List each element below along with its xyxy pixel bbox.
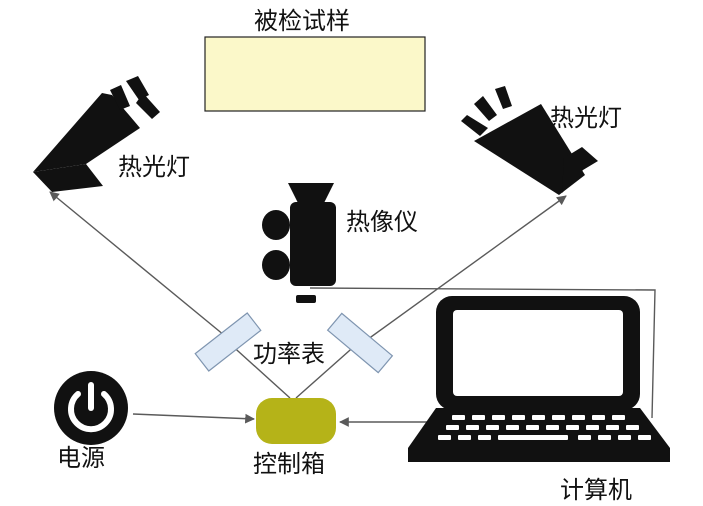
line-meter-right-to-lamp-right bbox=[363, 195, 567, 343]
specimen-label: 被检试样 bbox=[254, 7, 350, 35]
computer-label: 计算机 bbox=[560, 476, 632, 504]
line-power-to-controller bbox=[132, 413, 255, 424]
laptop-icon bbox=[408, 296, 670, 462]
lamp-icon bbox=[33, 76, 160, 192]
power-label: 电源 bbox=[57, 444, 105, 472]
controller-box bbox=[256, 398, 336, 444]
camera-icon bbox=[262, 183, 336, 303]
power-icon bbox=[54, 371, 128, 445]
line-meter-left-to-controller bbox=[227, 341, 291, 399]
power-meter-label: 功率表 bbox=[253, 340, 325, 368]
line-camera-to-computer bbox=[309, 287, 656, 419]
controller-label: 控制箱 bbox=[253, 450, 325, 478]
power-meter-plate-right bbox=[326, 312, 394, 374]
specimen-box bbox=[204, 36, 426, 112]
connections bbox=[49, 191, 656, 427]
line-meter-right-to-controller bbox=[295, 342, 359, 399]
lamp-right-label: 热光灯 bbox=[550, 104, 622, 132]
line-meter-left-to-lamp-left bbox=[49, 191, 231, 341]
lamp-icon bbox=[461, 86, 598, 195]
lamp-left-label: 热光灯 bbox=[118, 153, 190, 181]
power-meter-plate-left bbox=[194, 312, 262, 372]
camera-label: 热像仪 bbox=[346, 208, 418, 236]
